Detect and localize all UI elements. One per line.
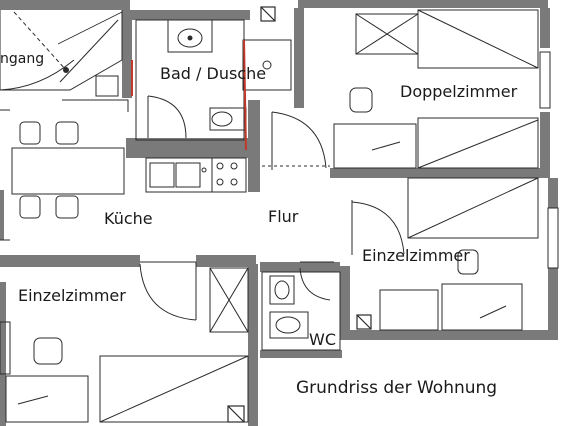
hallway-label: Flur	[268, 207, 299, 226]
double-room-furniture	[333, 9, 551, 169]
wc-label: WC	[309, 330, 336, 349]
single-room-left-label: Einzelzimmer	[18, 286, 126, 305]
double-room-label: Doppelzimmer	[400, 82, 518, 101]
entrance-area	[0, 10, 129, 112]
kitchen-fixtures	[0, 109, 247, 241]
right-single-room-furniture	[379, 177, 559, 331]
wc-fixtures	[261, 271, 341, 351]
bathroom-fixtures	[131, 19, 292, 151]
plan-caption: Grundriss der Wohnung	[296, 378, 498, 398]
kitchen-label: Küche	[104, 209, 153, 228]
entrance-label: ngang	[0, 51, 45, 67]
left-single-room-furniture	[0, 267, 249, 423]
single-room-right-label: Einzelzimmer	[362, 246, 470, 265]
hallway-doors	[139, 111, 405, 321]
bathroom-label: Bad / Dusche	[160, 64, 267, 83]
